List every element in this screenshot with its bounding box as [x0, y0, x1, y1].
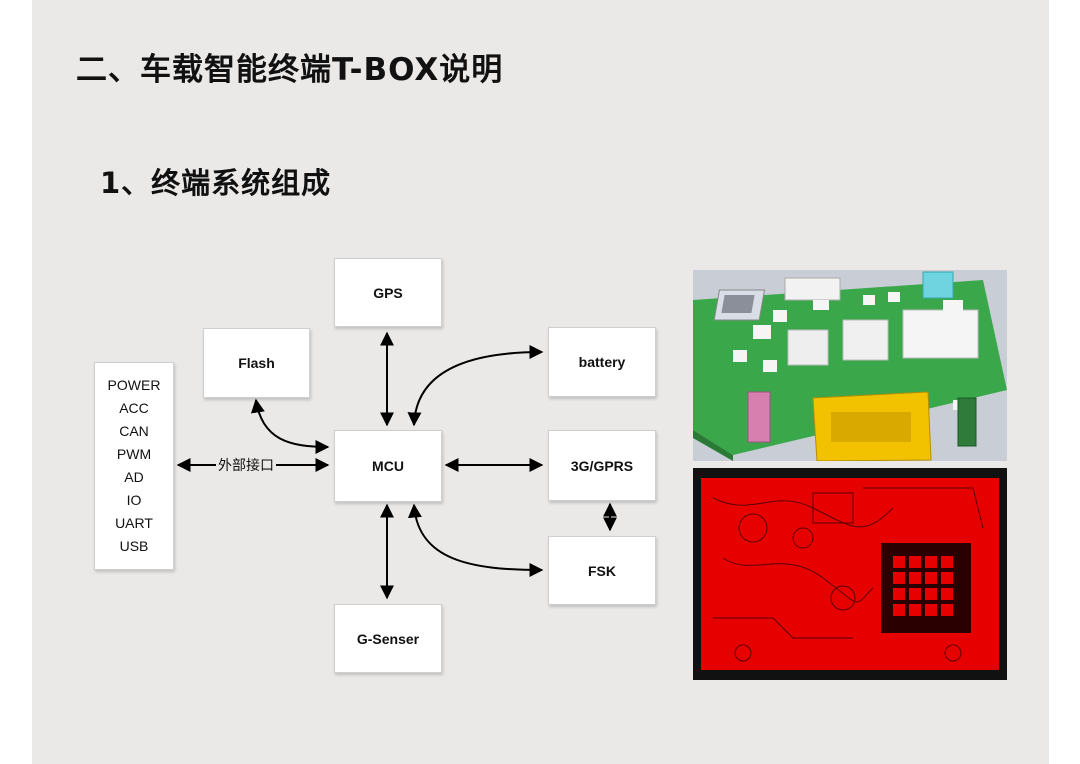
node-3g-gprs: 3G/GPRS [548, 430, 656, 501]
interface-item: CAN [119, 423, 149, 439]
interface-item: ACC [119, 400, 149, 416]
pcb-layout-image [693, 468, 1007, 680]
node-flash: Flash [203, 328, 310, 398]
interface-item: IO [126, 492, 142, 508]
arrow-flash-mcu [250, 398, 330, 454]
node-mcu: MCU [334, 430, 442, 502]
slide-title: 二、车载智能终端T-BOX说明 [76, 52, 504, 88]
interface-item: PWM [116, 446, 152, 462]
section-subtitle: 1、终端系统组成 [100, 166, 332, 200]
interface-item: AD [124, 469, 144, 485]
node-g-senser: G-Senser [334, 604, 442, 673]
interface-item: POWER [107, 377, 161, 393]
arrow-mcu-fsk [407, 503, 544, 577]
interface-item: UART [115, 515, 153, 531]
pcb-3d-render-image [693, 270, 1007, 461]
interface-link-label: 外部接口 [216, 455, 276, 475]
arrow-mcu-battery [407, 345, 544, 427]
interface-item: USB [119, 538, 149, 554]
node-fsk: FSK [548, 536, 656, 605]
external-interfaces-box: POWER ACC CAN PWM AD IO UART USB [94, 362, 174, 570]
node-battery: battery [548, 327, 656, 397]
node-gps: GPS [334, 258, 442, 327]
